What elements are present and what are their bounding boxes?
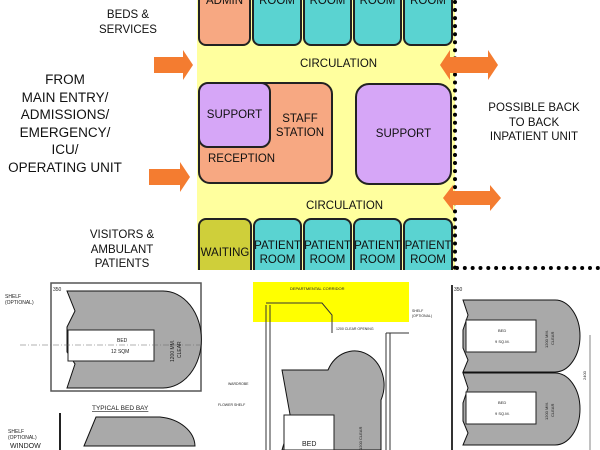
svg-text:9 SQ.M.: 9 SQ.M. (495, 411, 510, 416)
svg-text:DEPARTMENTAL CORRIDOR: DEPARTMENTAL CORRIDOR (290, 286, 345, 291)
single-room-bed-label: BED (302, 441, 316, 448)
svg-text:1200 CLEAR: 1200 CLEAR (358, 427, 363, 450)
svg-text:12 SQM: 12 SQM (111, 349, 129, 355)
svg-text:(OPTIONAL): (OPTIONAL) (5, 300, 34, 306)
svg-text:350: 350 (53, 287, 62, 293)
svg-text:9 SQ.M.: 9 SQ.M. (495, 339, 510, 344)
room: ROOM (403, 0, 453, 46)
svg-text:(OPTIONAL): (OPTIONAL) (412, 314, 432, 318)
multi-bed-bay-plan: 350 SHELF (OPTIONAL) BED 9 SQ.M. BED 9 S… (412, 285, 591, 450)
svg-text:1200 CLEAR OPENING: 1200 CLEAR OPENING (336, 327, 374, 331)
typical-bed-bay-plan: 350 SHELF (OPTIONAL) BED 12 SQM 1200 MM.… (5, 282, 202, 450)
support-room-right: SUPPORT (355, 83, 452, 185)
unit-boundary-vertical (453, 0, 457, 270)
svg-text:SHELF: SHELF (8, 429, 24, 435)
svg-text:2400: 2400 (582, 370, 587, 380)
beds-services-label: BEDS &SERVICES (99, 9, 157, 36)
unit-boundary-horizontal (455, 266, 600, 270)
support-room-left: SUPPORT (198, 82, 271, 148)
svg-text:CLEAR: CLEAR (550, 332, 555, 345)
double-arrow-icon (440, 50, 498, 80)
svg-text:SHELF: SHELF (412, 309, 423, 313)
svg-text:SHELF: SHELF (5, 294, 21, 300)
room: ROOM (353, 0, 402, 46)
svg-text:1200 MM.: 1200 MM. (544, 330, 549, 348)
arrow-right-icon (149, 162, 190, 192)
window-label: WINDOW (10, 443, 41, 450)
svg-text:(OPTIONAL): (OPTIONAL) (8, 435, 37, 441)
arrow-right-icon (154, 50, 193, 80)
flow-arrows (149, 50, 501, 211)
svg-text:BED: BED (498, 328, 506, 333)
admin-room: ADMIN (198, 0, 251, 46)
room: ROOM (303, 0, 352, 46)
svg-text:1200 MM.: 1200 MM. (544, 402, 549, 420)
double-arrow-icon (443, 185, 501, 211)
floor-plans: 350 SHELF (OPTIONAL) BED 12 SQM 1200 MM.… (5, 282, 591, 450)
room: ROOM (252, 0, 302, 46)
staff-station-label: STAFF STATION (275, 113, 325, 139)
svg-text:BED: BED (117, 338, 128, 344)
svg-text:FLOWER SHELF: FLOWER SHELF (218, 403, 245, 407)
svg-text:WARDROBE: WARDROBE (228, 382, 249, 386)
svg-text:1200 MM.: 1200 MM. (170, 340, 176, 362)
svg-text:CLEAR: CLEAR (550, 404, 555, 417)
svg-text:350: 350 (454, 287, 463, 293)
circulation-label: CIRCULATION (306, 200, 384, 212)
circulation-label: CIRCULATION (300, 58, 378, 70)
svg-text:CLEAR: CLEAR (177, 341, 183, 358)
svg-text:TYPICAL BED BAY: TYPICAL BED BAY (92, 405, 149, 412)
single-room-plan: DEPARTMENTAL CORRIDOR 1200 CLEAR OPENING… (218, 282, 409, 450)
svg-text:BED: BED (498, 400, 506, 405)
reception-label: RECEPTION (208, 153, 276, 165)
